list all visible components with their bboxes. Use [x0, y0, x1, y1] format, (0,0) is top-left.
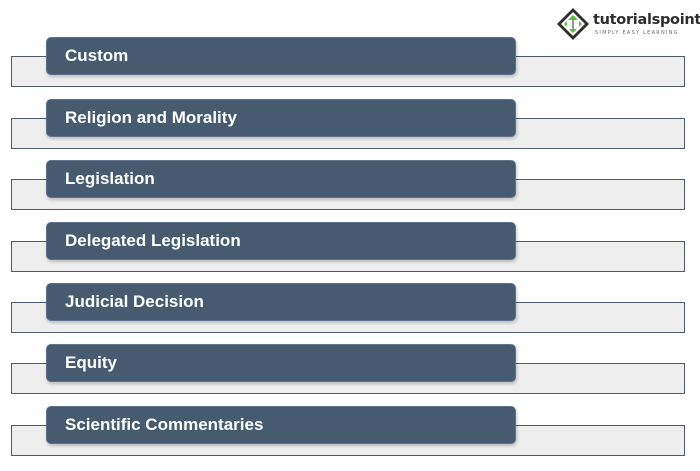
- row-label: Equity: [65, 353, 117, 372]
- row-label: Judicial Decision: [65, 292, 204, 311]
- row-bar: Scientific Commentaries: [46, 406, 516, 444]
- book-icon: [557, 8, 589, 40]
- row-bar: Judicial Decision: [46, 283, 516, 321]
- tutorialspoint-logo: tutorialspoint SIMPLY EASY LEARNING: [556, 6, 700, 40]
- logo-tagline: SIMPLY EASY LEARNING: [595, 30, 679, 36]
- row-label: Scientific Commentaries: [65, 415, 264, 434]
- source-row-legislation: Legislation: [0, 160, 700, 216]
- row-label: Religion and Morality: [65, 108, 237, 127]
- row-label: Legislation: [65, 169, 155, 188]
- row-bar: Legislation: [46, 160, 516, 198]
- source-row-religion-and-morality: Religion and Morality: [0, 99, 700, 155]
- row-bar: Delegated Legislation: [46, 222, 516, 260]
- row-label: Delegated Legislation: [65, 231, 241, 250]
- row-bar: Custom: [46, 37, 516, 75]
- source-row-custom: Custom: [0, 37, 700, 93]
- source-row-delegated-legislation: Delegated Legislation: [0, 222, 700, 278]
- row-bar: Equity: [46, 344, 516, 382]
- source-row-scientific-commentaries: Scientific Commentaries: [0, 406, 700, 462]
- row-label: Custom: [65, 46, 129, 65]
- source-row-judicial-decision: Judicial Decision: [0, 283, 700, 339]
- row-bar: Religion and Morality: [46, 99, 516, 137]
- source-row-equity: Equity: [0, 344, 700, 400]
- logo-wordmark: tutorialspoint: [593, 12, 700, 28]
